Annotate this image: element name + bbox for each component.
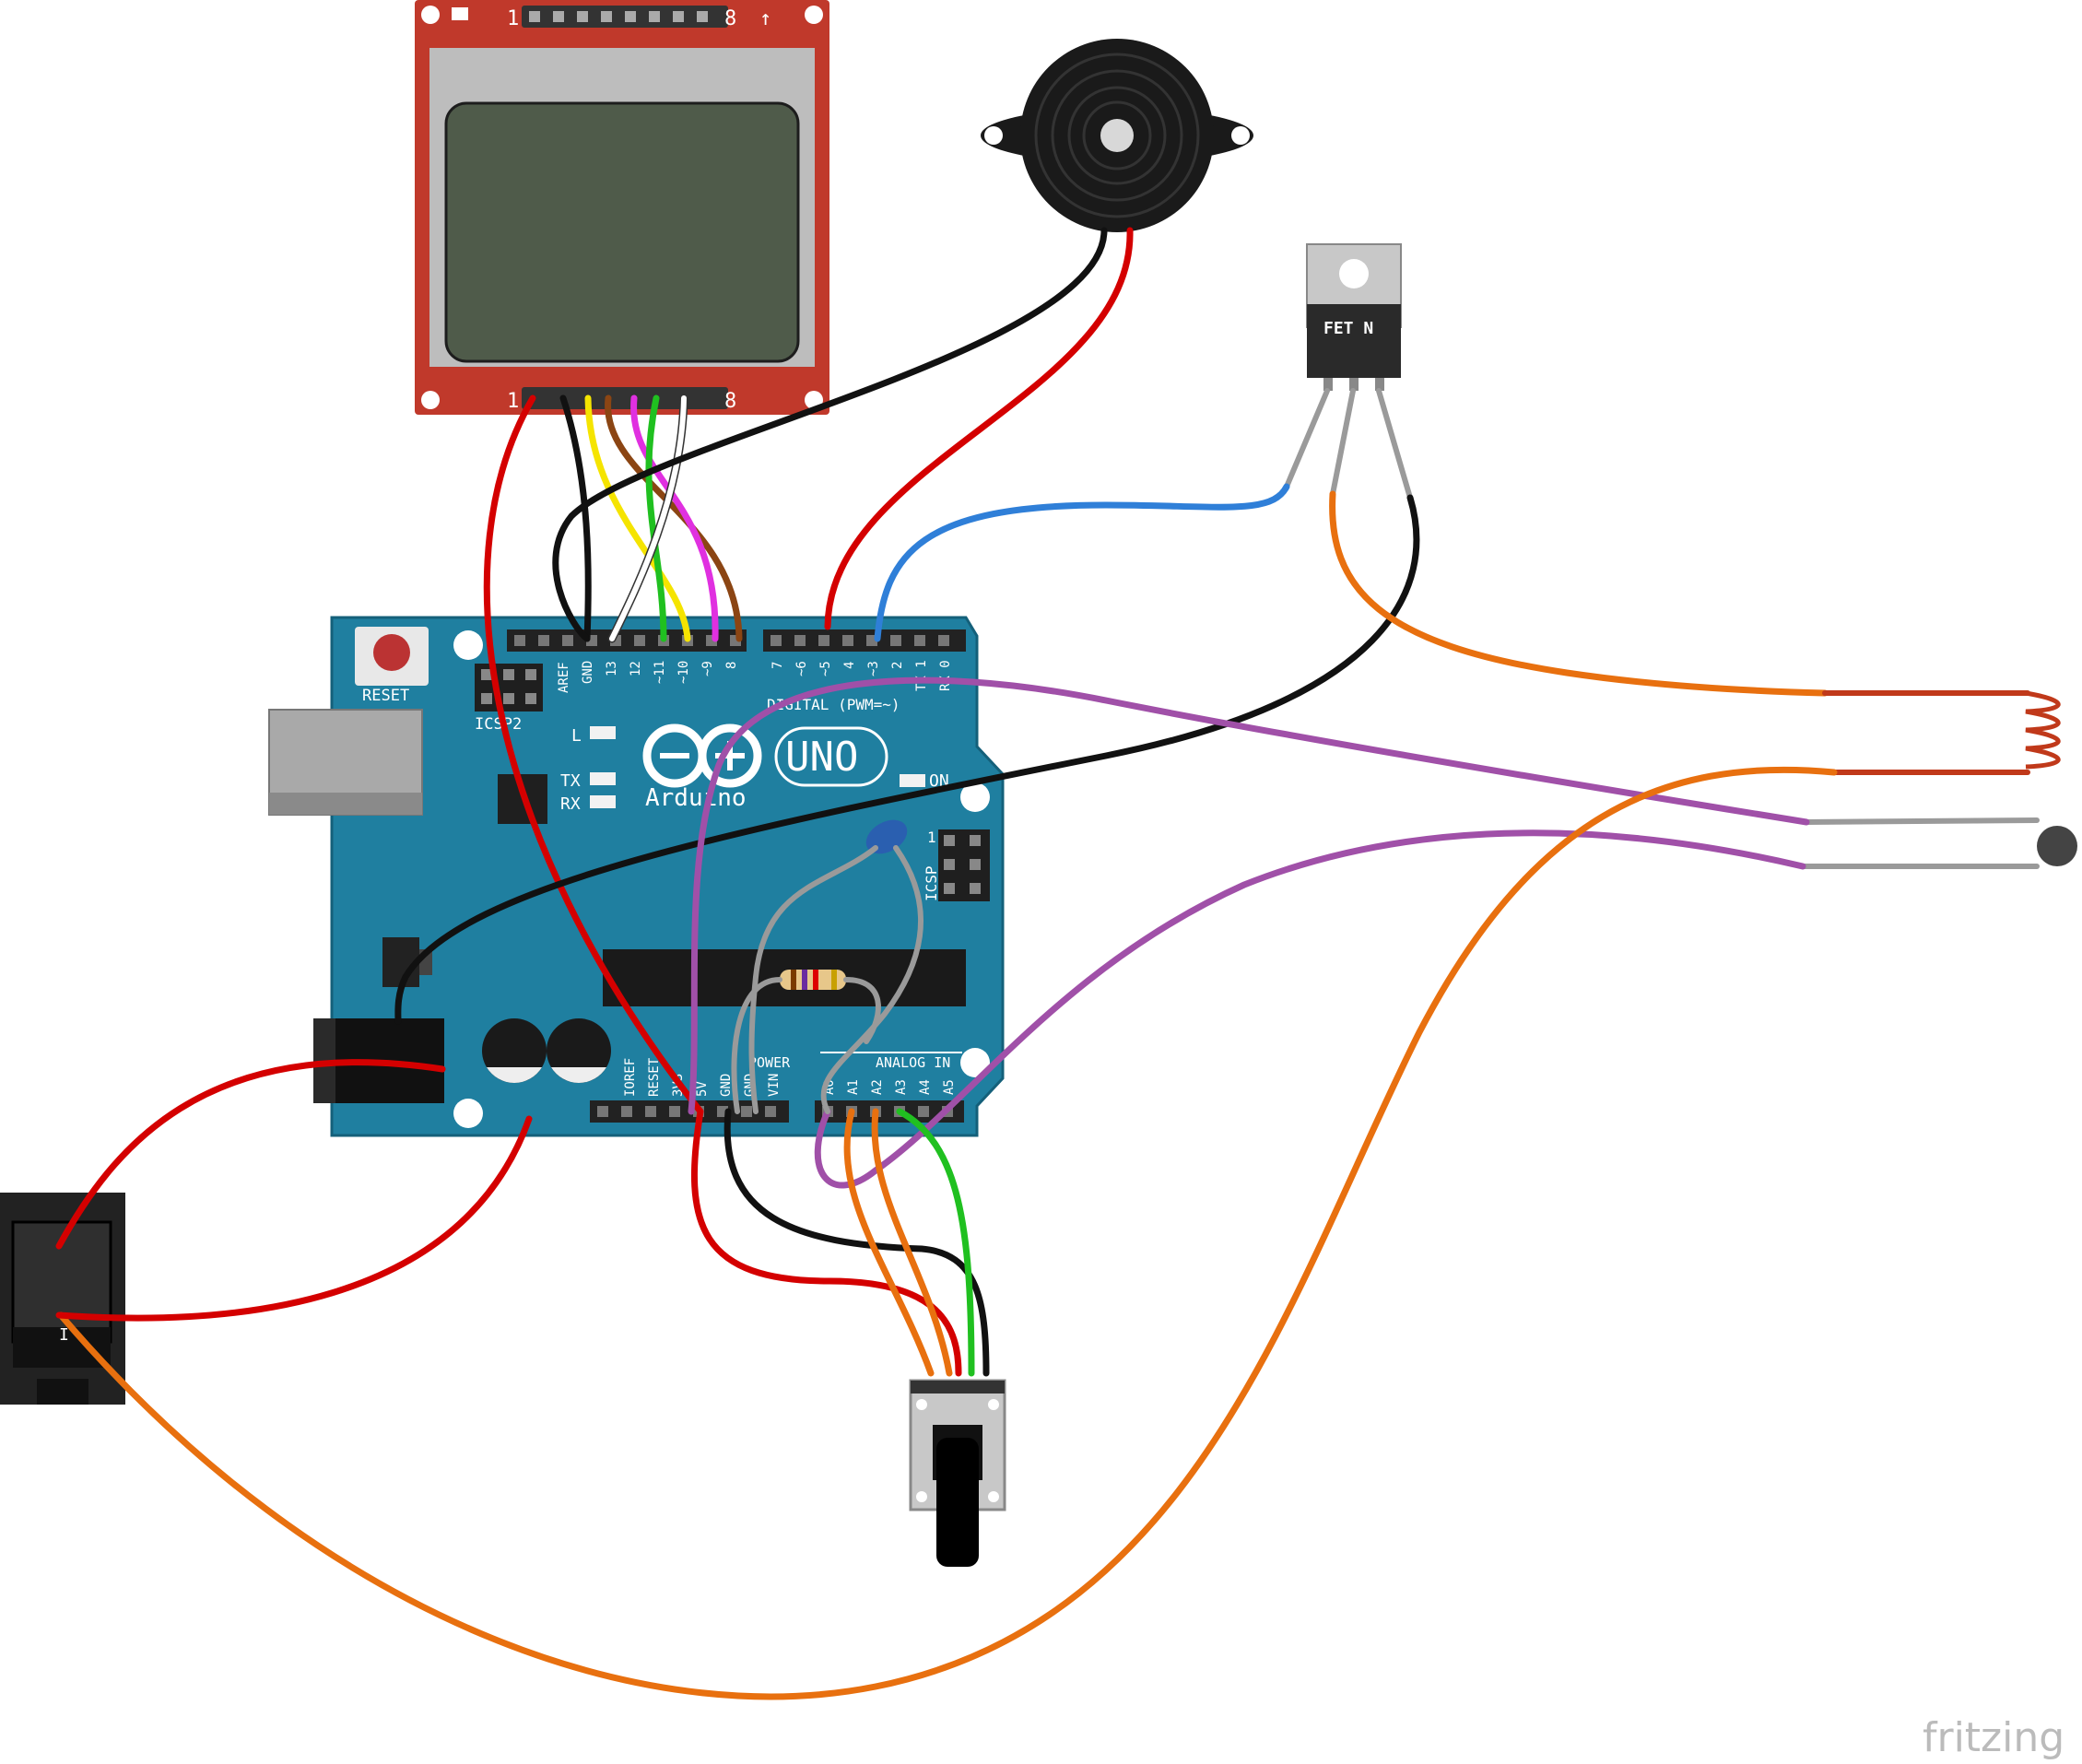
wire-gray-cap-2 <box>820 845 924 1114</box>
pin-7: 7 <box>770 662 785 669</box>
pin-3: ~3 <box>866 661 881 676</box>
wires <box>55 227 2040 1700</box>
pin-a2: A2 <box>870 1079 885 1095</box>
wire-pot-orange-1 <box>843 1108 935 1377</box>
wire-switch-red-board <box>55 1115 533 1322</box>
arduino-uno-board: RESET ICSP2 L TX RX ON UNO Arduino <box>268 616 1005 1137</box>
pin-12: 12 <box>629 661 643 676</box>
thermistor <box>2037 826 2077 866</box>
wire-gray-cap-1 <box>748 845 878 1114</box>
wire-lcd-white <box>609 395 687 641</box>
switch-label: I <box>59 1325 69 1345</box>
pin-gnd-1: GND <box>719 1074 734 1097</box>
pin-a1: A1 <box>846 1079 861 1095</box>
mosfet-label: FET N <box>1323 319 1373 338</box>
icsp-pin1-label: 1 <box>927 829 936 846</box>
pin-aref: AREF <box>557 662 571 693</box>
analog-label: ANALOG IN <box>876 1054 950 1071</box>
fritzing-logo: fritzing <box>1923 1714 2064 1761</box>
brand-label: Arduino <box>645 784 747 812</box>
pin-rx0: RX 0 <box>938 660 953 691</box>
wire-gray-res-2 <box>843 977 881 1044</box>
power-label: POWER <box>748 1054 791 1071</box>
led-rx-label: RX <box>560 794 581 814</box>
pin-5: ~5 <box>818 661 833 676</box>
wire-pot-green <box>896 1108 975 1377</box>
wire-lcd-black <box>559 394 592 642</box>
pin-8: 8 <box>724 662 739 669</box>
wire-gray-res-1 <box>731 977 782 1114</box>
wire-lcd-red <box>483 394 704 1115</box>
icsp-label: ICSP <box>923 865 940 901</box>
wire-lcd-green <box>645 394 667 642</box>
pin-2: 2 <box>890 662 905 669</box>
mosfet-transistor: FET N <box>1306 243 1402 391</box>
wire-pot-orange-2 <box>871 1108 953 1377</box>
icsp2-label: ICSP2 <box>475 715 522 734</box>
lcd-pin8-top: 8 <box>724 7 736 30</box>
pin-a3: A3 <box>894 1079 909 1095</box>
rocker-switch: I <box>0 1193 125 1405</box>
wire-mosfet-gray-2 <box>1330 388 1356 497</box>
led-l-label: L <box>571 726 582 746</box>
resistor <box>780 970 846 990</box>
pin-tx1: TX 1 <box>914 660 929 691</box>
lcd-arrow-icon: ↑ <box>759 7 771 30</box>
wire-buzzer-black <box>552 227 1108 642</box>
wire-purple-thermistor-bottom <box>814 829 1806 1189</box>
pin-gnd: GND <box>581 661 595 684</box>
wire-pot-red <box>690 1108 962 1377</box>
wire-mosfet-orange <box>1329 490 1829 697</box>
wire-mosfet-gray-3 <box>1376 388 1413 500</box>
wire-switch-red-dcjack <box>55 1059 446 1250</box>
pin-9: ~9 <box>700 661 715 676</box>
pin-5v: 5V <box>695 1081 710 1097</box>
pin-reset: RESET <box>647 1057 662 1097</box>
arduino-logo-icon <box>642 723 762 788</box>
pin-ioref: IOREF <box>623 1058 638 1097</box>
wire-orange-long <box>57 766 1838 1700</box>
pin-11: ~11 <box>653 661 667 684</box>
pin-a5: A5 <box>942 1079 957 1095</box>
potentiometer <box>909 1379 1006 1567</box>
wire-pot-black <box>723 1108 990 1377</box>
heating-coil <box>2025 690 2061 770</box>
pin-4: 4 <box>842 662 857 669</box>
model-label: UNO <box>785 734 858 781</box>
pin-6: ~6 <box>794 661 809 676</box>
pin-vin: VIN <box>767 1074 782 1097</box>
lcd-module: 1 8 ↑ 1 8 <box>415 0 829 415</box>
wire-purple-thermistor-top <box>688 676 1810 1115</box>
lcd-pin1-top: 1 <box>507 7 519 30</box>
wire-mosfet-gray-1 <box>1284 388 1330 489</box>
pin-13: 13 <box>605 661 619 676</box>
reset-label: RESET <box>362 687 409 705</box>
wire-thermistor-lead-1 <box>1804 817 2040 825</box>
wire-buzzer-red <box>824 227 1134 630</box>
pin-a4: A4 <box>918 1079 933 1095</box>
led-tx-label: TX <box>560 771 581 791</box>
pin-10: ~10 <box>676 661 691 684</box>
lcd-pin1-bottom: 1 <box>507 390 519 413</box>
piezo-buzzer <box>981 39 1253 232</box>
lcd-pin8-bottom: 8 <box>724 390 736 413</box>
wire-lcd-yellow <box>584 394 691 642</box>
wire-mosfet-blue <box>874 483 1290 642</box>
